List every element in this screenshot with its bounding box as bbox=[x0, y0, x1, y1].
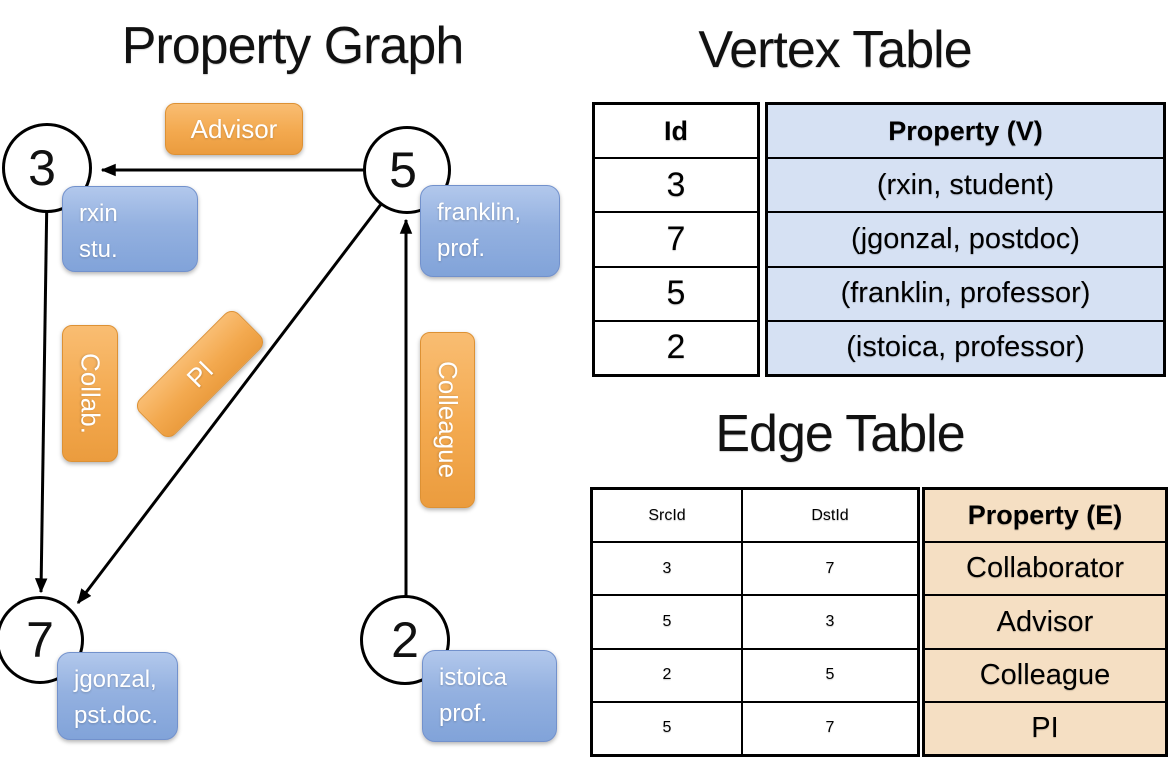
vertex-table-row-3-property: (istoica, professor) bbox=[846, 331, 1085, 364]
node-3-property-line1: rxin bbox=[79, 200, 118, 227]
node-7-property-box: jgonzal, pst.doc. bbox=[57, 652, 178, 740]
node-5-property-line2: prof. bbox=[437, 235, 486, 262]
edge-pi-5-to-7 bbox=[76, 169, 409, 604]
node-2-property-box: istoica prof. bbox=[422, 650, 557, 742]
edge-table-row-2-property: Colleague bbox=[925, 650, 1165, 703]
edge-table-row-1-property: Advisor bbox=[925, 596, 1165, 650]
vertex-table-id-column: Id 3 7 5 2 bbox=[592, 102, 760, 377]
edge-table-row-3-src: 5 bbox=[593, 702, 743, 754]
edge-collab-3-to-7 bbox=[34, 189, 49, 594]
node-5-property-line1: franklin, bbox=[437, 199, 522, 226]
edge-label-collab: Collab. bbox=[62, 325, 118, 462]
edge-label-colleague: Colleague bbox=[420, 332, 475, 508]
edge-table-row-0-dst: 7 bbox=[743, 543, 917, 597]
node-circle-3: 3 bbox=[2, 123, 92, 213]
edge-table-row-2-dst: 5 bbox=[743, 650, 917, 703]
node-3-property-line2: stu. bbox=[79, 236, 118, 263]
edge-table-id-columns: SrcId DstId 3 7 5 3 2 5 5 7 bbox=[590, 487, 920, 757]
edge-table-row-0-src: 3 bbox=[593, 543, 743, 597]
vertex-table-header-property: Property (V) bbox=[768, 105, 1163, 160]
vertex-table-row-0-id: 3 bbox=[595, 159, 757, 214]
edge-table-row-0-property: Collaborator bbox=[925, 543, 1165, 597]
vertex-table-row-0-property: (rxin, student) bbox=[768, 159, 1163, 214]
edge-table-row-3-property: PI bbox=[1031, 711, 1059, 744]
edge-table-row-1-dst: 3 bbox=[743, 596, 917, 650]
vertex-table-property-column: Property (V) (rxin, student) (jgonzal, p… bbox=[765, 102, 1166, 377]
edge-table-row-2-src: 2 bbox=[593, 649, 743, 703]
vertex-table-row-1-property: (jgonzal, postdoc) bbox=[768, 213, 1163, 268]
property-graph-title: Property Graph bbox=[121, 17, 465, 75]
edge-table-row-3-dst: 7 bbox=[825, 719, 835, 737]
node-5-property-box: franklin, prof. bbox=[420, 185, 560, 277]
node-2-property-line1: istoica bbox=[439, 664, 508, 691]
edge-table-header-dstid: DstId bbox=[743, 490, 917, 544]
node-7-property-line1: jgonzal, bbox=[74, 666, 157, 693]
edge-table-property-column: Property (E) Collaborator Advisor Collea… bbox=[922, 487, 1168, 757]
vertex-table-row-3-id: 2 bbox=[666, 328, 686, 367]
edge-table-header-property: Property (E) bbox=[925, 490, 1165, 544]
edge-table-header-srcid: SrcId bbox=[593, 490, 743, 544]
node-2-property-line2: prof. bbox=[439, 700, 488, 727]
node-3-property-box: rxin stu. bbox=[62, 186, 198, 272]
vertex-table-title: Vertex Table bbox=[698, 21, 972, 79]
vertex-table-row-2-id: 5 bbox=[595, 268, 757, 322]
node-7-property-line2: pst.doc. bbox=[74, 702, 159, 729]
vertex-table-header-id: Id bbox=[595, 105, 757, 160]
edge-label-advisor: Advisor bbox=[165, 103, 303, 155]
edge-table-row-1-src: 5 bbox=[593, 596, 743, 650]
vertex-table-row-2-property: (franklin, professor) bbox=[768, 268, 1163, 322]
edge-table-title: Edge Table bbox=[715, 405, 965, 463]
vertex-table-row-1-id: 7 bbox=[595, 213, 757, 268]
